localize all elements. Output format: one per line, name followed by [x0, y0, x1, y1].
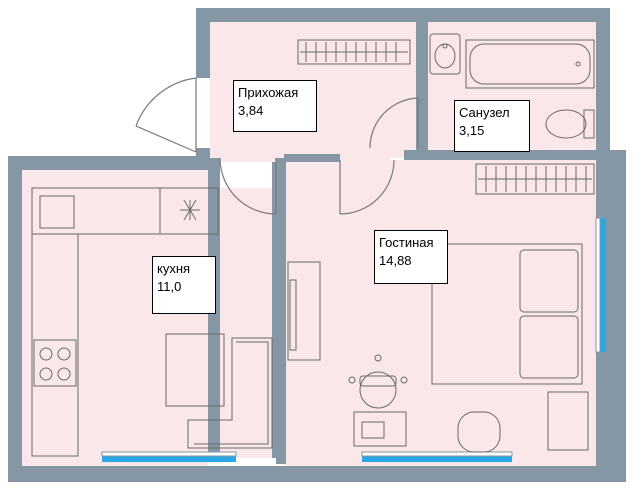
wardrobe-hatch: [300, 42, 408, 62]
hallway-wardrobe: [297, 39, 411, 65]
kitchen-sofa: [187, 337, 273, 449]
sink: [429, 33, 461, 75]
kitchen-counter-top: [31, 187, 219, 235]
living-floor: [284, 160, 596, 466]
living-door: [339, 159, 395, 215]
window-living-bottom: [362, 456, 512, 462]
chair: [359, 371, 397, 409]
armchair: [457, 411, 501, 453]
toilet-tank: [583, 109, 595, 139]
room-name-bathroom: Санузел: [459, 105, 510, 120]
kitchen-table: [165, 333, 225, 407]
room-area-bathroom: 3,15: [459, 123, 485, 138]
stove: [33, 339, 77, 387]
kitchen-floor-ext: [220, 188, 272, 458]
room-label-living: Гостиная 14,88: [374, 230, 448, 284]
window-kitchen: [102, 456, 236, 462]
bathtub: [465, 39, 595, 89]
kitchen-floor: [22, 170, 208, 466]
bathroom-door: [369, 97, 419, 149]
doors: [135, 77, 419, 215]
desk: [353, 411, 407, 447]
room-label-bathroom: Санузел 3,15: [454, 100, 530, 152]
room-label-kitchen: кухня 11,0: [152, 256, 216, 314]
interior-walls: [276, 22, 596, 464]
kitchen-door: [219, 157, 277, 215]
furniture: [31, 33, 595, 457]
kitchen-counter-left: [31, 233, 79, 457]
room-name-hallway: Прихожая: [238, 85, 299, 100]
living-wardrobe: [475, 163, 595, 195]
window-living-right: [600, 218, 606, 352]
room-name-living: Гостиная: [379, 235, 434, 250]
bed: [431, 243, 583, 385]
room-name-kitchen: кухня: [157, 261, 191, 276]
room-label-hallway: Прихожая 3,84: [233, 80, 317, 132]
tv-unit: [287, 261, 321, 361]
room-area-living: 14,88: [379, 253, 412, 268]
room-area-kitchen: 11,0: [157, 279, 182, 294]
toilet: [545, 109, 587, 139]
entry-door: [135, 77, 197, 152]
windows: [101, 217, 606, 462]
room-area-hallway: 3,84: [238, 103, 264, 118]
